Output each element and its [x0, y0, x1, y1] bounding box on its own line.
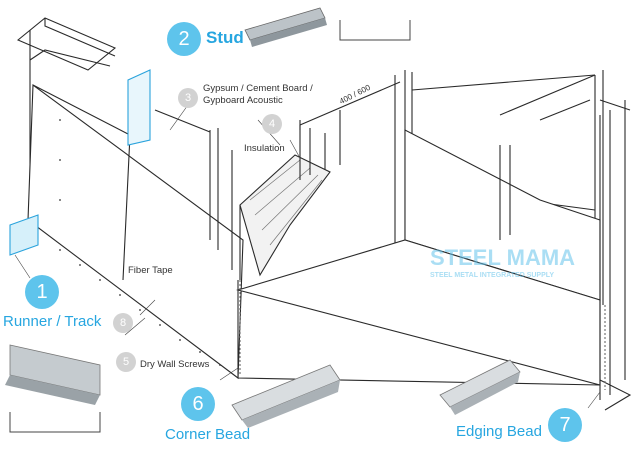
number-badge-6: 6 — [181, 387, 215, 421]
studs-left — [209, 128, 241, 280]
label-dry-wall-screws: Dry Wall Screws — [140, 359, 210, 370]
label-gypsum-line2: Gypboard Acoustic — [203, 95, 283, 106]
label-gypsum-line1: Gypsum / Cement Board / — [203, 83, 313, 94]
profile-sketch — [339, 20, 411, 41]
number-badge-1: 1 — [25, 275, 59, 309]
label-edging-bead: Edging Bead — [456, 423, 542, 440]
number-badge-4: 4 — [262, 114, 282, 134]
label-runner-track: Runner / Track — [3, 313, 102, 330]
runner-track-left — [9, 214, 39, 256]
screw-dots — [59, 119, 221, 366]
label-stud: Stud — [206, 28, 244, 47]
watermark-brand: STEEL MAMA — [430, 245, 576, 270]
stud-2 — [127, 69, 151, 146]
corner-bead-photo — [231, 364, 341, 428]
edging-bead-photo — [439, 359, 521, 415]
runner-track-photo — [5, 344, 101, 405]
top-track — [16, 17, 117, 71]
label-insulation: Insulation — [244, 143, 285, 154]
label-corner-bead: Corner Bead — [165, 426, 251, 443]
watermark-tagline: STEEL METAL INTEGRATED SUPPLY — [430, 272, 555, 279]
number-badge-8: 8 — [113, 313, 133, 333]
number-badge-3: 3 — [178, 88, 198, 108]
insulation-batt — [239, 154, 331, 277]
number-badge-7: 7 — [548, 408, 582, 442]
stud-profile-photo — [244, 7, 327, 47]
track-sketch — [9, 412, 101, 433]
number-badge-5: 5 — [116, 352, 136, 372]
number-badge-2: 2 — [167, 22, 201, 56]
label-fiber-tape: Fiber Tape — [128, 265, 173, 276]
